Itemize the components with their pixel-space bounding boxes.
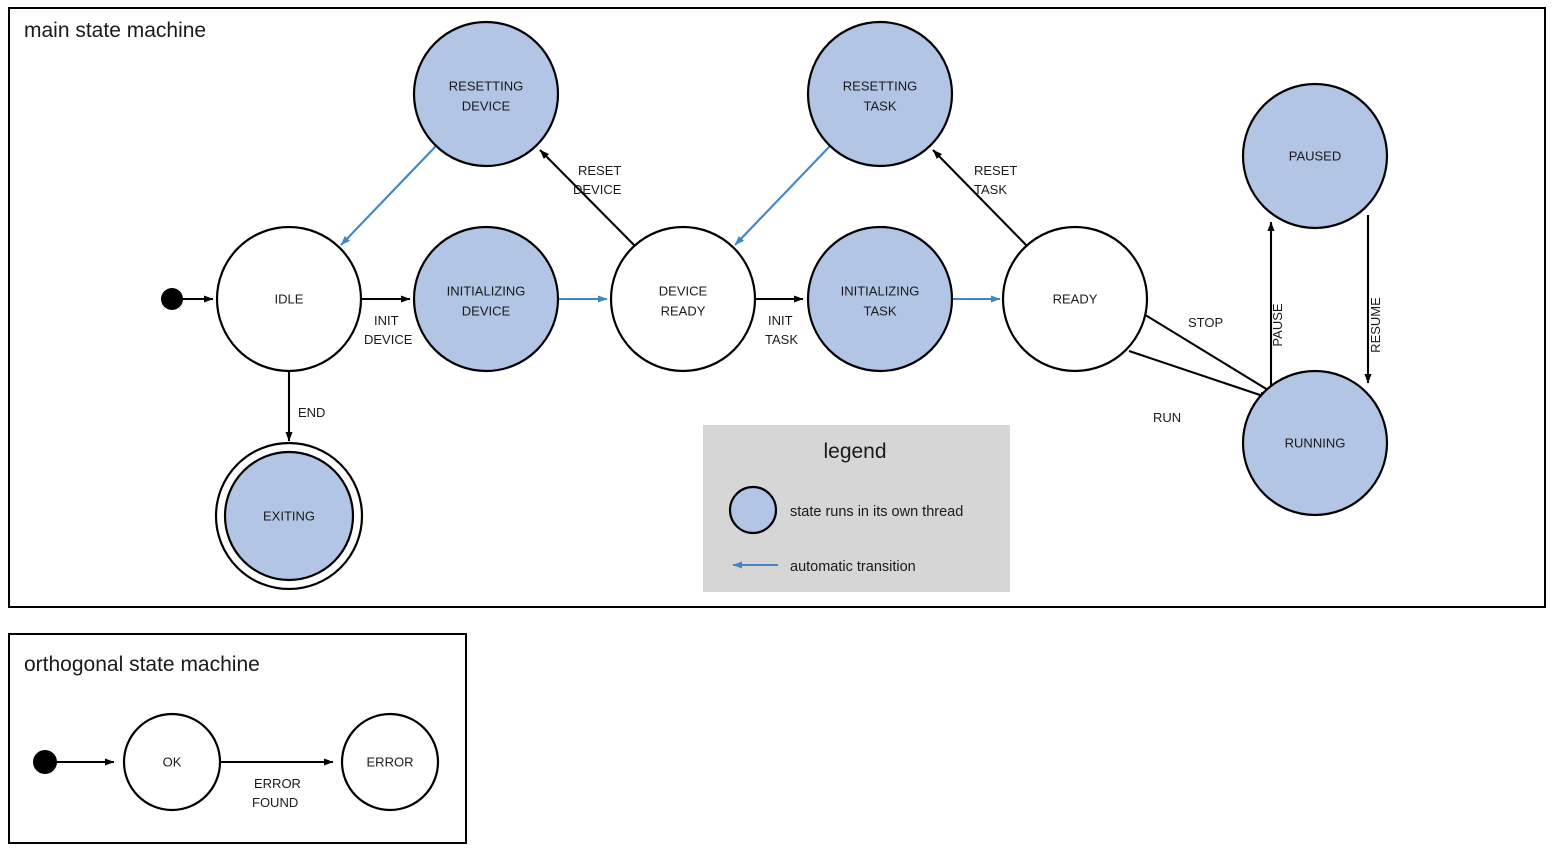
edge-label-init-task-line2: TASK	[765, 332, 798, 347]
state-node-paused[interactable]: PAUSED	[1241, 82, 1389, 230]
legend-item-thread-label: state runs in its own thread	[790, 504, 963, 520]
legend: legend state runs in its own thread auto…	[703, 425, 1010, 592]
edge-resetting-task-to-device-ready	[734, 145, 831, 246]
initial-state-dot-orthogonal	[33, 750, 57, 774]
state-label-initializing-device-line2: DEVICE	[462, 303, 511, 318]
state-label-resetting-device-line1: RESETTING	[449, 78, 523, 93]
orthogonal-frame-border	[8, 633, 467, 844]
state-label-resetting-task-line1: RESETTING	[843, 78, 917, 93]
edge-label-end: END	[298, 405, 325, 420]
state-label-running: RUNNING	[1285, 435, 1346, 450]
state-label-ready: READY	[1053, 291, 1098, 306]
edge-label-run: RUN	[1153, 410, 1181, 425]
state-node-ok[interactable]: OK	[122, 712, 222, 812]
legend-item-thread: state runs in its own thread	[728, 485, 963, 535]
state-node-initializing-task[interactable]: INITIALIZING TASK	[806, 225, 954, 373]
edge-label-init-device-line2: DEVICE	[364, 332, 413, 347]
state-label-resetting-task-line2: TASK	[864, 98, 897, 113]
edge-label-reset-device-line2: DEVICE	[573, 182, 622, 197]
state-node-resetting-device[interactable]: RESETTING DEVICE	[412, 20, 560, 168]
state-label-initializing-device-line1: INITIALIZING	[447, 283, 526, 298]
main-frame-border	[8, 7, 1546, 608]
state-label-error: ERROR	[367, 754, 414, 769]
edge-label-resume: RESUME	[1368, 297, 1383, 353]
state-node-running[interactable]: RUNNING	[1241, 369, 1389, 517]
state-label-paused: PAUSED	[1289, 148, 1342, 163]
edge-label-reset-device-line1: RESET	[578, 163, 621, 178]
legend-item-auto-transition: automatic transition	[732, 559, 916, 575]
state-label-initializing-task-line2: TASK	[864, 303, 897, 318]
edge-label-pause: PAUSE	[1270, 303, 1285, 346]
state-node-resetting-task[interactable]: RESETTING TASK	[806, 20, 954, 168]
state-node-error[interactable]: ERROR	[340, 712, 440, 812]
state-label-device-ready-line1: DEVICE	[659, 283, 708, 298]
state-node-initializing-device[interactable]: INITIALIZING DEVICE	[412, 225, 560, 373]
edge-label-reset-task-line1: RESET	[974, 163, 1017, 178]
state-label-resetting-device-line2: DEVICE	[462, 98, 511, 113]
legend-title: legend	[823, 440, 886, 463]
edge-running-to-ready	[1128, 304, 1269, 391]
state-label-initializing-task-line1: INITIALIZING	[841, 283, 920, 298]
state-node-device-ready[interactable]: DEVICE READY	[609, 225, 757, 373]
state-label-device-ready-line2: READY	[661, 303, 706, 318]
orthogonal-frame-title: orthogonal state machine	[24, 653, 260, 676]
edge-device-ready-to-resetting-device	[539, 149, 638, 249]
state-node-idle[interactable]: IDLE	[215, 225, 363, 373]
state-node-exiting[interactable]: EXITING	[214, 441, 364, 591]
filled-circle-icon	[728, 485, 778, 535]
edge-label-stop: STOP	[1188, 315, 1223, 330]
legend-item-auto-transition-label: automatic transition	[790, 559, 916, 575]
state-label-exiting: EXITING	[263, 508, 315, 523]
edge-label-error-found-line1: ERROR	[254, 776, 301, 791]
edge-ready-to-resetting-task	[932, 149, 1030, 249]
state-label-ok: OK	[163, 754, 182, 769]
edge-label-reset-task-line2: TASK	[974, 182, 1007, 197]
edge-label-error-found-line2: FOUND	[252, 795, 298, 810]
main-frame-title: main state machine	[24, 19, 206, 42]
initial-state-dot-main	[161, 288, 183, 310]
state-node-ready[interactable]: READY	[1001, 225, 1149, 373]
state-label-idle: IDLE	[275, 291, 304, 306]
edge-label-init-task-line1: INIT	[768, 313, 793, 328]
edge-ready-to-running	[1128, 350, 1270, 399]
edge-resetting-device-to-idle	[340, 145, 437, 246]
edge-label-init-device-line1: INIT	[374, 313, 399, 328]
